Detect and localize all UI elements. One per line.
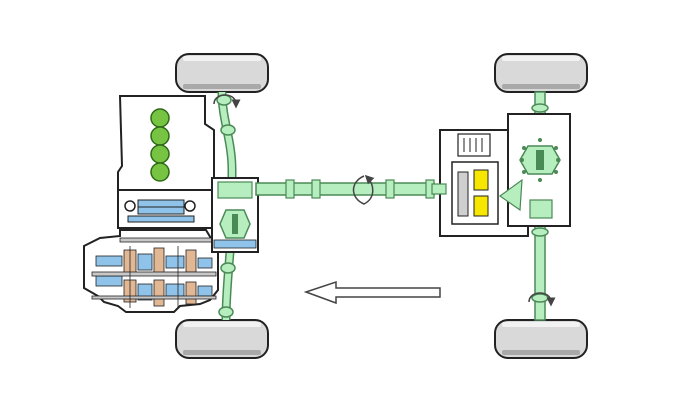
rear-right-wheel [494,319,588,359]
rear-left-wheel [175,319,269,359]
front-left-wheel [175,53,269,93]
engine-cylinders [150,108,170,182]
front-differential [211,177,259,253]
transmission [83,229,219,313]
rear-differential [498,113,571,227]
clutch-housing [117,189,213,229]
rear-bearing-dots [520,138,560,182]
engine [117,95,215,191]
front-right-wheel [494,53,588,93]
gear-set [95,247,213,307]
rotation-arrow-icon [213,94,241,109]
rotation-arrow-icon [352,174,375,205]
propeller-shaft [255,179,435,199]
rotation-arrow-icon [528,292,556,307]
left-arrow-icon [303,280,441,305]
